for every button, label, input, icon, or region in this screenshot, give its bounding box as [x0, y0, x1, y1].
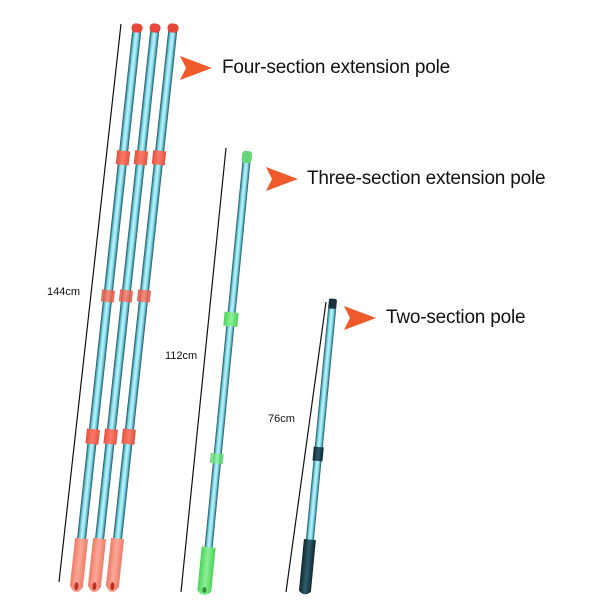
arrow-four-section-icon — [180, 56, 212, 80]
four-section-pole-group — [58, 23, 179, 593]
two-section-pole — [298, 298, 337, 595]
arrow-three-section-icon — [266, 167, 298, 191]
dimension-line-76 — [285, 301, 327, 593]
three-section-pole-group — [180, 147, 253, 595]
two-section-length-label: 76cm — [268, 413, 295, 425]
dimension-line-144 — [58, 23, 122, 583]
four-section-pole-2 — [87, 23, 161, 593]
three-section-title: Three-section extension pole — [307, 168, 546, 189]
three-section-pole — [197, 150, 253, 595]
three-section-length-label: 112cm — [165, 350, 198, 362]
two-section-title: Two-section pole — [386, 307, 526, 328]
four-section-pole-3 — [105, 23, 179, 593]
four-section-pole-1 — [69, 23, 143, 593]
dimension-line-112 — [180, 147, 227, 593]
four-section-length-label: 144cm — [47, 286, 81, 298]
four-section-title: Four-section extension pole — [222, 57, 451, 78]
two-section-pole-group — [285, 298, 337, 595]
arrow-two-section-icon — [344, 306, 376, 330]
